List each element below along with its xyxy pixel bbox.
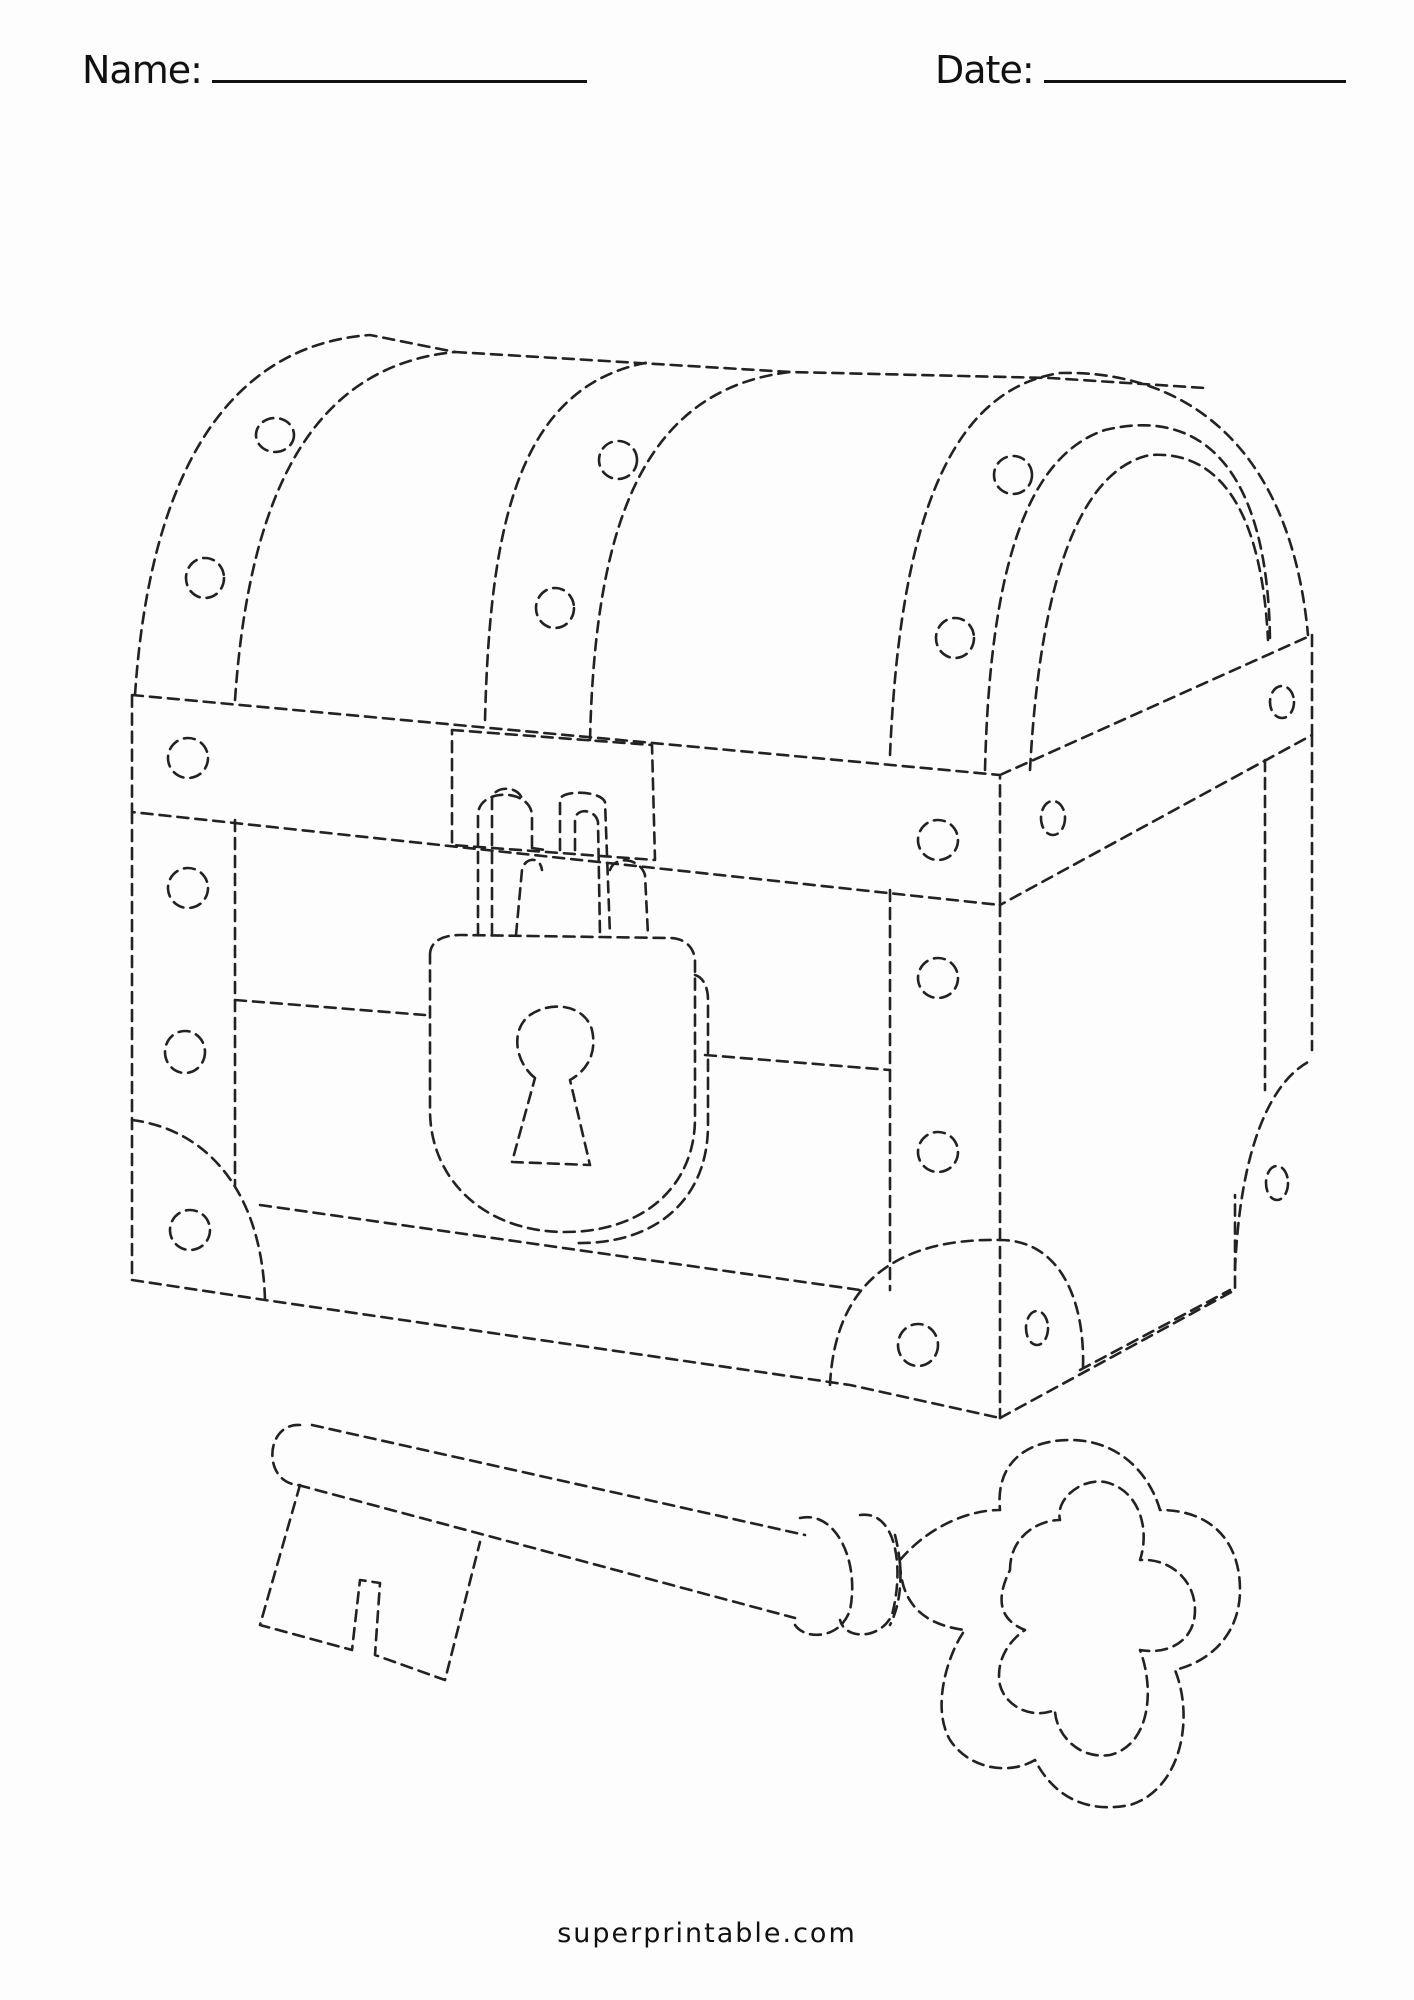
rivet <box>916 956 960 1000</box>
rivet <box>597 439 639 481</box>
lid-middle-band-left <box>483 360 652 722</box>
rivet <box>166 736 210 780</box>
side-band <box>998 633 1314 907</box>
footer-site-credit: superprintable.com <box>557 1918 857 1949</box>
key-collar-3 <box>888 1533 902 1627</box>
key-bow-inner <box>997 1480 1197 1757</box>
date-blank-line[interactable] <box>1043 50 1346 83</box>
rivet <box>163 1029 207 1075</box>
keyhole-icon <box>510 1005 595 1167</box>
padlock-shackle-link <box>573 809 602 937</box>
rivet <box>534 586 576 630</box>
lid-top-edge <box>453 350 1207 390</box>
lid-left-band <box>233 350 457 702</box>
name-field[interactable]: Name: <box>82 48 587 92</box>
rivet <box>1264 1164 1290 1202</box>
lid-right-inner-arch <box>1028 453 1270 772</box>
front-left-corner-cap <box>130 1118 267 1302</box>
name-label: Name: <box>82 48 203 92</box>
rivet <box>168 1208 212 1252</box>
rivet <box>184 556 226 600</box>
padlock-shackle-left <box>490 787 524 937</box>
padlock-icon <box>428 787 710 1245</box>
front-plank-line-1 <box>233 998 427 1017</box>
rivet <box>896 1322 940 1368</box>
lid-right-outer-arch <box>888 371 1310 757</box>
date-field[interactable]: Date: <box>935 48 1346 92</box>
padlock-shackle-front <box>608 859 650 937</box>
rivet <box>1039 799 1067 837</box>
padlock-shackle-right <box>558 791 612 937</box>
latch-plate <box>450 728 657 862</box>
rivet <box>934 616 976 660</box>
padlock-shackle-outer <box>476 793 547 937</box>
front-right-corner-cap <box>828 1238 1085 1387</box>
lid-right-mid-arch <box>983 424 1272 772</box>
front-plank-line-2 <box>703 1053 892 1072</box>
key-bit <box>258 1483 482 1682</box>
key-icon <box>258 1423 1242 1809</box>
padlock-body-shadow <box>573 973 710 1245</box>
rivet <box>992 454 1034 496</box>
side-right-corner-cap <box>1233 1058 1314 1272</box>
key-collar-1 <box>793 1515 854 1637</box>
lid-left-arch <box>133 333 457 697</box>
date-label: Date: <box>935 48 1035 92</box>
front-band <box>130 693 1002 907</box>
name-blank-line[interactable] <box>211 50 587 83</box>
padlock-body <box>428 933 697 1234</box>
side-body-edges <box>998 733 1314 1420</box>
rivet <box>1268 684 1296 720</box>
rivet <box>1024 1309 1050 1347</box>
treasure-chest-icon <box>130 333 1314 1420</box>
rivet <box>254 416 296 454</box>
front-plank-line-3 <box>258 1203 862 1292</box>
lid-middle-band-right <box>588 370 792 742</box>
key-collar-2 <box>838 1513 899 1636</box>
rivet <box>916 818 960 862</box>
key-shaft <box>271 1423 807 1620</box>
key-bow-outer <box>898 1438 1242 1809</box>
rivet <box>916 1130 960 1174</box>
front-bottom-edge <box>130 1278 1002 1420</box>
padlock-shackle-inner <box>514 858 544 937</box>
rivet <box>166 866 210 910</box>
